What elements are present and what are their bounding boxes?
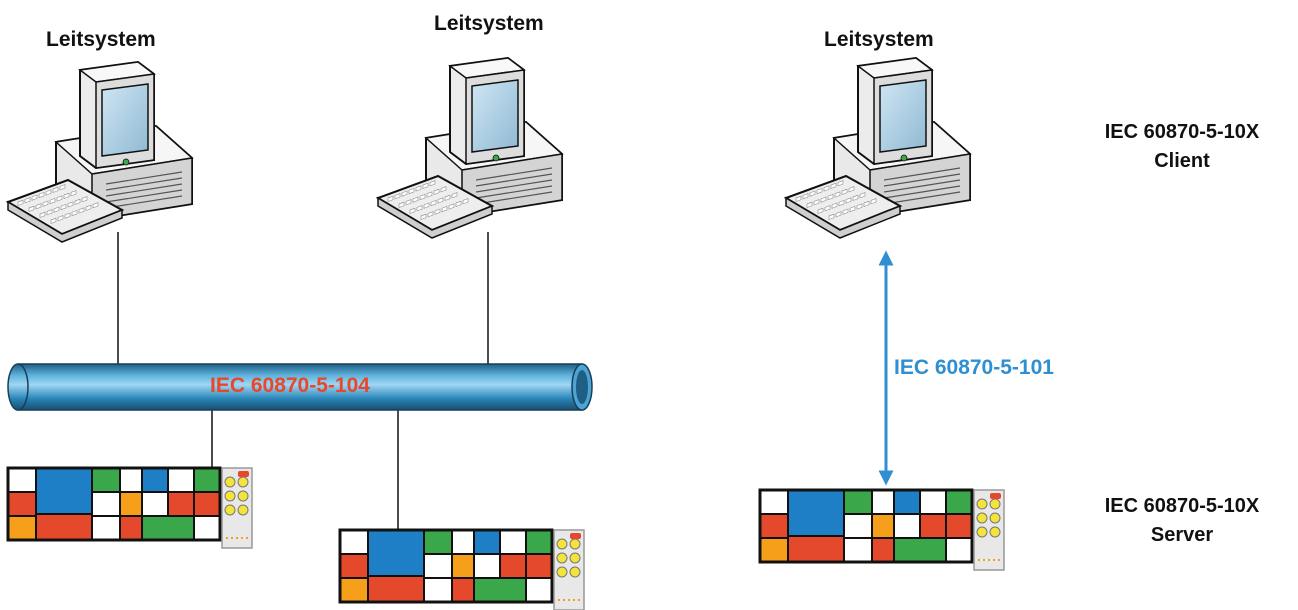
workstation-computer-icon <box>783 56 972 239</box>
serial-protocol-label: IEC 60870-5-101 <box>894 356 1054 379</box>
server-role-label: IEC 60870-5-10X Server <box>1062 492 1298 550</box>
station-label: Leitsystem <box>46 28 156 51</box>
field-device-icon <box>338 528 585 610</box>
server-role-name: Server <box>1150 524 1214 546</box>
station-label: Leitsystem <box>824 28 934 51</box>
workstation-computer-icon <box>5 60 194 243</box>
network-bus-pipe <box>7 363 593 411</box>
field-device-icon <box>758 488 1005 571</box>
bus-protocol-label: IEC 60870-5-104 <box>210 374 370 397</box>
field-device-icon <box>6 466 253 549</box>
server-role-protocol: IEC 60870-5-10X <box>1104 495 1260 517</box>
client-role-protocol: IEC 60870-5-10X <box>1104 121 1260 143</box>
workstation-computer-icon <box>375 56 564 239</box>
station-label: Leitsystem <box>434 12 544 35</box>
client-role-label: IEC 60870-5-10X Client <box>1062 118 1298 176</box>
client-role-name: Client <box>1154 150 1210 172</box>
